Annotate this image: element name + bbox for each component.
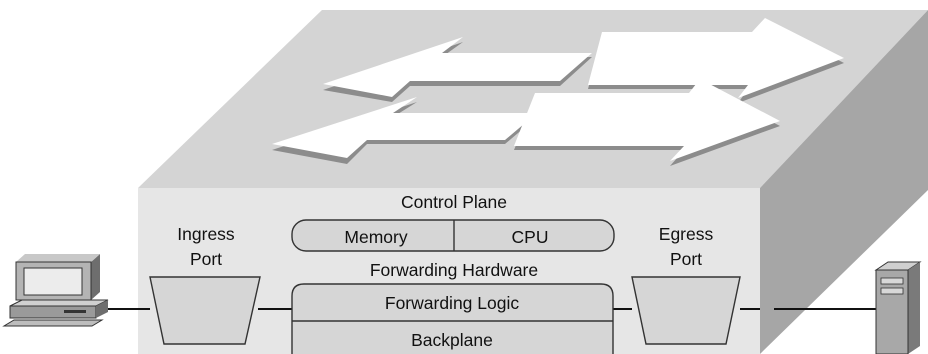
- arrow-right-icon: [588, 18, 844, 98]
- forwarding-logic-label: Forwarding Logic: [385, 293, 519, 313]
- arrow-left-icon: [323, 37, 592, 97]
- server-bay: [880, 287, 904, 295]
- control-plane-label: Control Plane: [401, 192, 507, 212]
- forwarding-hardware-label: Forwarding Hardware: [370, 260, 538, 280]
- monitor-top: [16, 254, 100, 262]
- switch-side-face: [760, 10, 928, 354]
- backplane-label: Backplane: [411, 330, 493, 350]
- ingress-port-label-line2: Port: [190, 249, 222, 269]
- forwarding-hardware-box: Forwarding Logic Backplane: [291, 283, 614, 354]
- control-plane-box: Memory CPU: [291, 219, 615, 252]
- arrow-left-icon: [272, 97, 537, 158]
- server-bay: [880, 277, 904, 285]
- desktop-computer-icon: [2, 254, 109, 327]
- base-top: [9, 299, 109, 307]
- monitor-screen: [23, 267, 83, 296]
- memory-cpu-box: [291, 219, 615, 252]
- egress-port-shape: [631, 276, 741, 345]
- forwarding-logic-backplane-box: [291, 283, 614, 354]
- ingress-port-shape: [149, 276, 261, 345]
- cpu-label: CPU: [512, 227, 549, 247]
- server-side: [908, 262, 920, 354]
- base-side: [96, 300, 108, 318]
- tower-server-icon: [874, 261, 922, 354]
- egress-port-label-line2: Port: [670, 249, 702, 269]
- keyboard: [2, 319, 104, 327]
- monitor-side: [91, 254, 100, 300]
- memory-label: Memory: [344, 227, 407, 247]
- traffic-arrows: [272, 18, 844, 166]
- drive-slot: [64, 310, 86, 313]
- egress-port-label-line1: Egress: [659, 224, 714, 244]
- ingress-port-label-line1: Ingress: [177, 224, 235, 244]
- arrow-right-icon: [514, 79, 780, 161]
